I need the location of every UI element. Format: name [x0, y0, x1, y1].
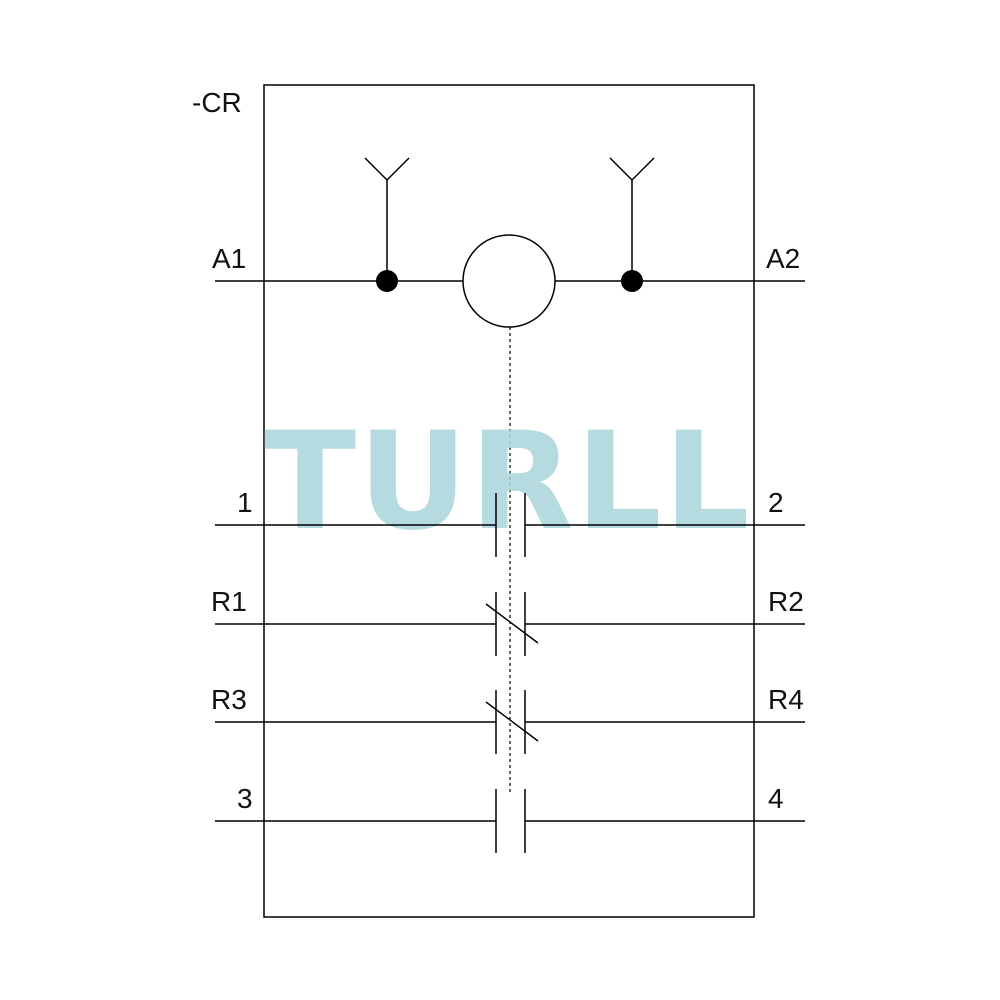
- contact-no-3-4: [215, 789, 805, 853]
- contact-terminal-r4: R4: [768, 684, 804, 715]
- contact-nc-r1-r2: [215, 592, 805, 656]
- coil-terminal-a2: A2: [766, 243, 800, 274]
- contact-terminal-3: 3: [237, 783, 253, 814]
- contact-no-1-2: [215, 493, 805, 557]
- contact-terminal-r1: R1: [211, 586, 247, 617]
- device-designation: -CR: [192, 87, 242, 118]
- contact-terminal-1: 1: [237, 487, 253, 518]
- contact-terminal-2: 2: [768, 487, 784, 518]
- watermark-text: TURLL: [264, 403, 752, 560]
- coil-symbol: [462, 234, 556, 328]
- fork-terminal-left: [364, 157, 410, 281]
- coil-terminal-a1: A1: [212, 243, 246, 274]
- contact-terminal-r2: R2: [768, 586, 804, 617]
- fork-terminal-right: [609, 157, 655, 281]
- contact-nc-r3-r4: [215, 690, 805, 754]
- contact-terminal-r3: R3: [211, 684, 247, 715]
- relay-enclosure: [263, 84, 755, 918]
- contact-terminal-4: 4: [768, 783, 784, 814]
